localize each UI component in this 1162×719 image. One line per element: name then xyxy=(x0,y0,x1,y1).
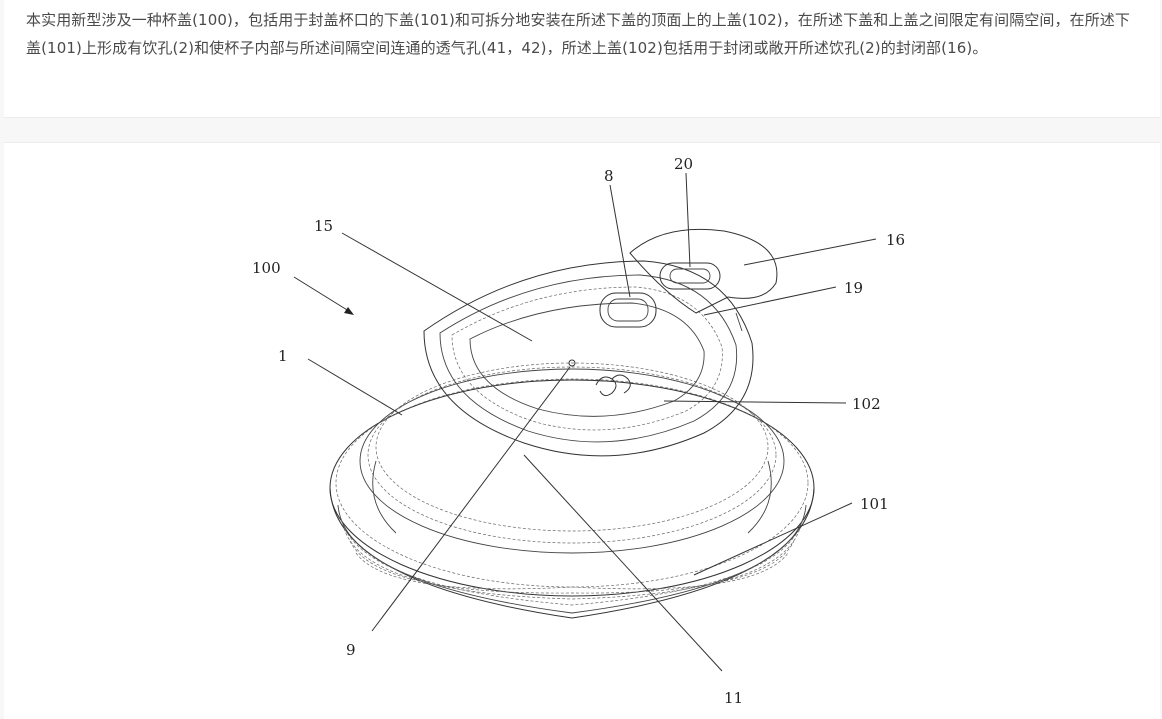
reference-labels: 100 15 1 8 20 16 19 102 101 9 11 xyxy=(252,155,905,707)
label-11: 11 xyxy=(724,689,743,707)
embossed-mark xyxy=(595,374,631,397)
leader-lines xyxy=(293,172,877,672)
upper-lid xyxy=(423,260,754,457)
figure-card: 100 15 1 8 20 16 19 102 101 9 11 xyxy=(4,142,1160,719)
abstract-card: 本实用新型涉及一种杯盖(100)，包括用于封盖杯口的下盖(101)和可拆分地安装… xyxy=(4,0,1160,118)
lower-lid-body xyxy=(329,362,815,619)
label-16: 16 xyxy=(886,231,905,249)
label-20: 20 xyxy=(674,155,693,173)
label-101: 101 xyxy=(860,495,889,513)
drinking-hole xyxy=(599,292,657,328)
label-100: 100 xyxy=(252,259,281,277)
label-19: 19 xyxy=(844,279,863,297)
label-8: 8 xyxy=(604,167,614,185)
label-102: 102 xyxy=(852,395,881,413)
label-9: 9 xyxy=(346,641,356,659)
abstract-text: 本实用新型涉及一种杯盖(100)，包括用于封盖杯口的下盖(101)和可拆分地安装… xyxy=(26,11,1131,57)
label-15: 15 xyxy=(314,217,333,235)
label-1: 1 xyxy=(278,347,288,365)
vent-hole xyxy=(568,359,576,367)
patent-drawing-cup-lid: 100 15 1 8 20 16 19 102 101 9 11 xyxy=(252,155,905,707)
